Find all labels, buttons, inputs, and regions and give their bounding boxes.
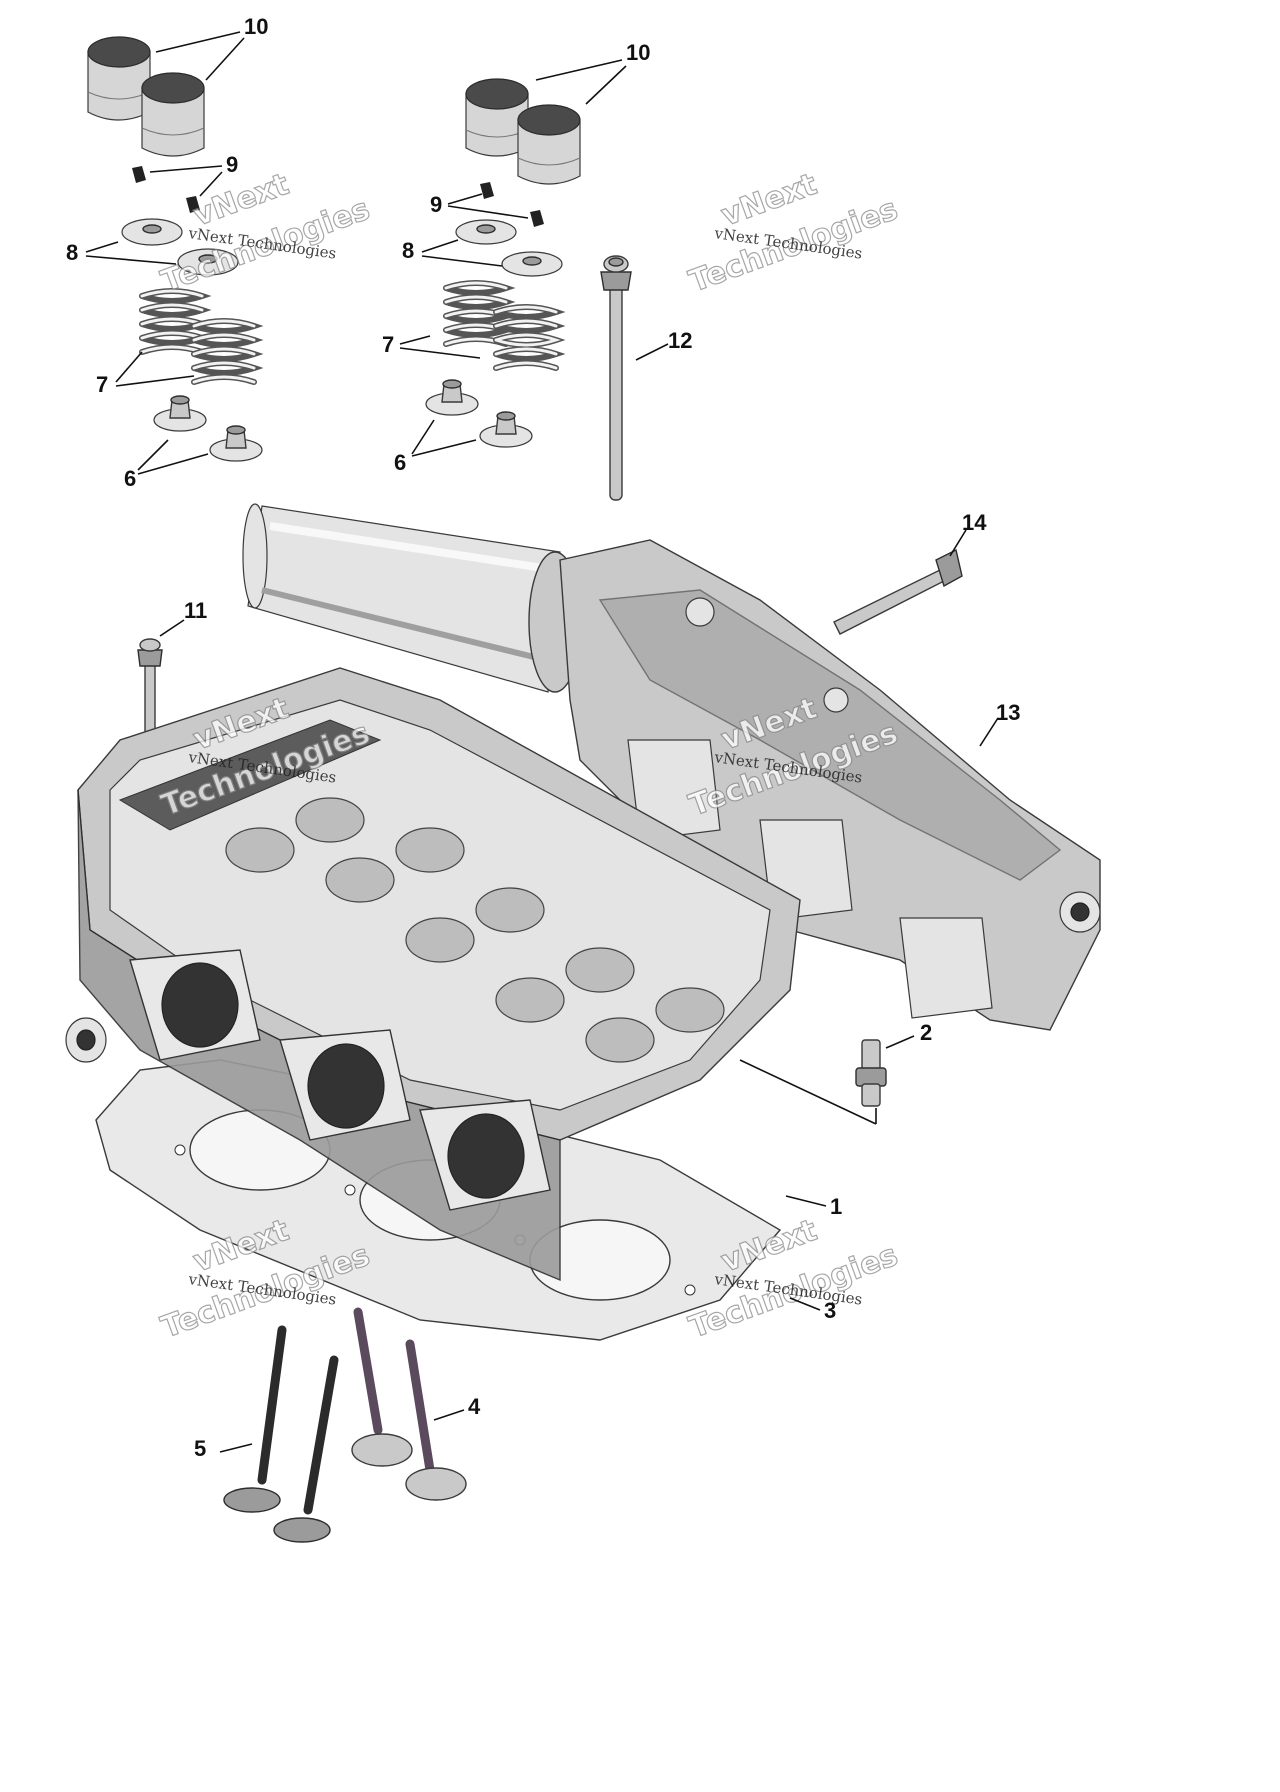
tappet-left-1 — [87, 36, 151, 121]
callout-1: 1 — [830, 1194, 842, 1219]
valve-seal-left-1 — [153, 395, 207, 432]
keeper-left-1 — [132, 166, 146, 183]
exhaust-valves — [223, 1325, 339, 1543]
leader-lines — [85, 31, 999, 1453]
callout-10-left: 10 — [244, 14, 268, 39]
valve-seal-right-1 — [425, 379, 479, 416]
retainer-right-1 — [455, 219, 517, 245]
callout-8-right: 8 — [402, 238, 414, 263]
retainer-right-2 — [501, 251, 563, 277]
screw-11 — [137, 638, 163, 739]
retainer-left-2 — [177, 248, 239, 276]
intake-valves — [351, 1307, 467, 1501]
spring-right-2 — [493, 304, 566, 371]
callout-14: 14 — [962, 510, 987, 535]
callout-3: 3 — [824, 1298, 836, 1323]
callout-4: 4 — [468, 1394, 481, 1419]
fitting-2 — [855, 1039, 887, 1107]
keeper-right-2 — [530, 210, 544, 227]
callout-5: 5 — [194, 1436, 206, 1461]
screw-14 — [833, 548, 963, 635]
spring-left-1 — [139, 288, 212, 355]
callout-12: 12 — [668, 328, 692, 353]
cylinder-head — [65, 667, 801, 1282]
valvetrain-group-left — [87, 36, 264, 462]
callout-8-left: 8 — [66, 240, 78, 265]
tappet-left-2 — [141, 72, 205, 157]
watermark-2: vNext Technologies vNext Technologies — [684, 166, 903, 300]
valve-seal-right-2 — [479, 411, 533, 448]
callout-10-right: 10 — [626, 40, 650, 65]
callout-9-left: 9 — [226, 152, 238, 177]
spring-left-2 — [191, 318, 264, 385]
callout-6-right: 6 — [394, 450, 406, 475]
callout-2: 2 — [920, 1020, 932, 1045]
cam-carrier-assembly — [242, 503, 1101, 1031]
callout-11: 11 — [184, 598, 207, 623]
callout-6-left: 6 — [124, 466, 136, 491]
callout-13: 13 — [996, 700, 1020, 725]
tappet-right-1 — [465, 78, 529, 157]
keeper-right-1 — [480, 182, 494, 199]
tappet-right-2 — [517, 104, 581, 185]
callout-labels: 10 9 8 7 6 10 9 8 7 6 12 14 11 13 2 1 3 … — [66, 14, 1020, 1461]
valve-seal-left-2 — [209, 425, 263, 462]
callout-7-left: 7 — [96, 372, 108, 397]
keeper-left-2 — [186, 196, 200, 213]
watermark-1: vNext Technologies vNext Technologies — [156, 166, 375, 300]
callout-9-right: 9 — [430, 192, 442, 217]
retainer-left-1 — [121, 218, 183, 246]
valvetrain-group-right — [425, 78, 581, 448]
callout-7-right: 7 — [382, 332, 394, 357]
head-bolt-long — [600, 255, 632, 501]
